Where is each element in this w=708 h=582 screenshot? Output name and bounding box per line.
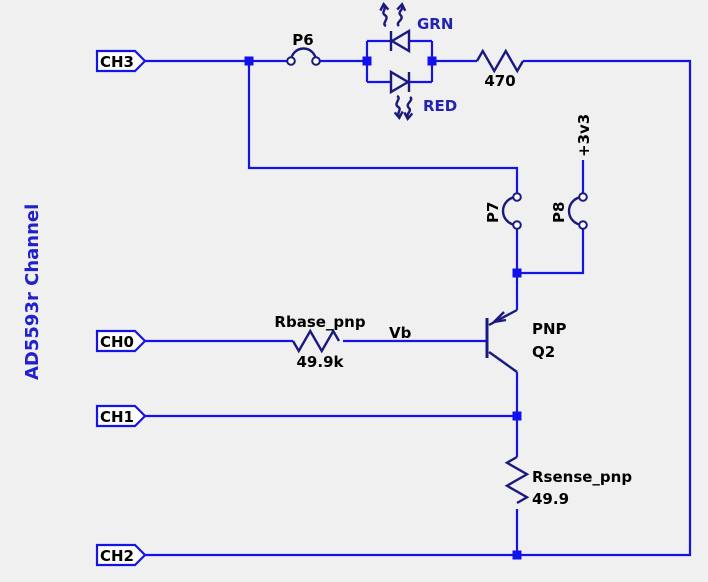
junction-ch2-rsense bbox=[512, 550, 522, 560]
connector-ch3: CH3 bbox=[95, 49, 147, 73]
led-green: GRN bbox=[379, 1, 453, 54]
junction-ledbox-left bbox=[362, 56, 372, 66]
wire-r470-right-down-bottom bbox=[145, 59, 692, 557]
transistor-q2: PNP Q2 bbox=[485, 308, 567, 373]
squiggle bbox=[396, 4, 404, 27]
resistor-rbase: Rbase_pnp 49.9k Vb bbox=[274, 313, 411, 371]
jumper-p8-pad-top bbox=[578, 192, 588, 202]
led-green-emission-arrow-1 bbox=[379, 1, 390, 28]
net-vb-label: Vb bbox=[389, 324, 412, 342]
junction-ledbox-right bbox=[427, 56, 437, 66]
jumper-p7: P7 bbox=[484, 192, 522, 230]
transistor-collector bbox=[488, 351, 518, 373]
squiggle bbox=[395, 94, 401, 118]
squiggle bbox=[382, 4, 388, 28]
led-green-label: GRN bbox=[417, 15, 453, 33]
jumper-p6-pad-right bbox=[311, 56, 321, 66]
connector-ch2-label: CH2 bbox=[100, 547, 134, 565]
jumper-p7-label: P7 bbox=[484, 202, 502, 223]
jumper-p8-arc bbox=[567, 195, 584, 227]
resistor-rbase-name: Rbase_pnp bbox=[274, 313, 365, 331]
jumper-p6-label: P6 bbox=[292, 31, 313, 49]
junction-p7-p8 bbox=[512, 268, 522, 278]
connector-ch3-label: CH3 bbox=[100, 53, 134, 71]
resistor-rsense-name: Rsense_pnp bbox=[532, 468, 632, 486]
junction-ch1-collector bbox=[512, 411, 522, 421]
jumper-p6: P6 bbox=[286, 31, 321, 66]
resistor-rsense-value: 49.9 bbox=[532, 490, 569, 508]
connector-ch2-shape bbox=[95, 543, 147, 567]
resistor-rbase-value: 49.9k bbox=[297, 353, 345, 371]
junction-ch3-branch bbox=[244, 56, 254, 66]
jumper-p7-arc bbox=[501, 195, 518, 227]
page-title: AD5593r Channel bbox=[22, 204, 43, 380]
led-red-emission-arrow-2 bbox=[403, 96, 414, 122]
arrowhead bbox=[393, 110, 404, 121]
connector-ch3-shape bbox=[95, 49, 147, 73]
arrowhead bbox=[379, 1, 390, 12]
led-green-emission-arrow-2 bbox=[396, 2, 407, 27]
transistor-emitter-arrow bbox=[490, 311, 507, 324]
junctions bbox=[244, 56, 522, 560]
resistor-470-value: 470 bbox=[484, 72, 515, 90]
led-red: RED bbox=[389, 69, 457, 122]
arrowhead bbox=[396, 2, 407, 12]
resistor-470: 470 bbox=[475, 48, 525, 90]
connector-ch0-shape bbox=[95, 329, 147, 353]
connector-ch0-label: CH0 bbox=[100, 333, 134, 351]
wire-p8-to-junction bbox=[521, 229, 585, 275]
connector-ch0: CH0 bbox=[95, 329, 147, 353]
resistor-rsense-zigzag bbox=[504, 455, 530, 505]
jumper-p7-pad-bottom bbox=[512, 220, 522, 230]
jumper-p8-pad-bottom bbox=[578, 220, 588, 230]
led-red-emission-arrow-1 bbox=[393, 94, 404, 121]
jumper-p8-label: P8 bbox=[550, 202, 568, 223]
jumper-p8: P8 +3v3 bbox=[550, 114, 593, 230]
transistor-type-label: PNP bbox=[532, 320, 567, 338]
wire-ch3-branch-to-p7 bbox=[247, 61, 519, 193]
resistor-470-zigzag bbox=[475, 48, 525, 74]
transistor-ref-label: Q2 bbox=[532, 343, 555, 361]
connector-ch1-label: CH1 bbox=[100, 408, 134, 426]
led-green-triangle bbox=[389, 28, 411, 54]
arrowhead bbox=[403, 111, 414, 122]
power-rail-label: +3v3 bbox=[575, 114, 593, 157]
connector-ch2: CH2 bbox=[95, 543, 147, 567]
resistor-rbase-zigzag bbox=[291, 328, 341, 354]
connector-ch1: CH1 bbox=[95, 404, 147, 428]
connector-ch1-shape bbox=[95, 404, 147, 428]
jumper-p6-pad-left bbox=[286, 56, 296, 66]
led-red-triangle bbox=[389, 69, 411, 95]
led-red-label: RED bbox=[423, 97, 457, 115]
resistor-rsense: Rsense_pnp 49.9 bbox=[504, 455, 632, 508]
jumper-p7-pad-top bbox=[512, 192, 522, 202]
squiggle bbox=[406, 96, 413, 119]
